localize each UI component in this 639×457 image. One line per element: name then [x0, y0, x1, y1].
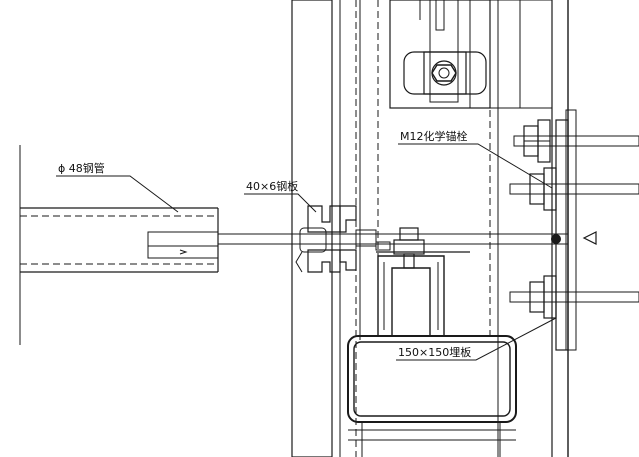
pipe-label: ϕ 48钢管: [58, 161, 105, 175]
anchor-bolt-bottom: [509, 275, 639, 319]
steel-pipe: [19, 145, 219, 345]
anchor-bolt-middle: [509, 167, 639, 211]
anchor-label: M12化学锚栓: [400, 129, 468, 143]
chemical-anchor-bolts: [509, 119, 639, 319]
left-wall: [291, 0, 333, 457]
right-wall: [555, 0, 597, 457]
plate-label: 40×6钢板: [246, 179, 298, 193]
top-bracket: [389, 0, 553, 109]
steel-plate-connector: [295, 205, 377, 273]
leader-lines: [56, 143, 557, 361]
embed-label: 150×150埋板: [398, 345, 471, 359]
anchor-bolt-top: [513, 119, 639, 163]
embedded-tube: [347, 335, 517, 457]
tie-rod: [218, 233, 568, 245]
